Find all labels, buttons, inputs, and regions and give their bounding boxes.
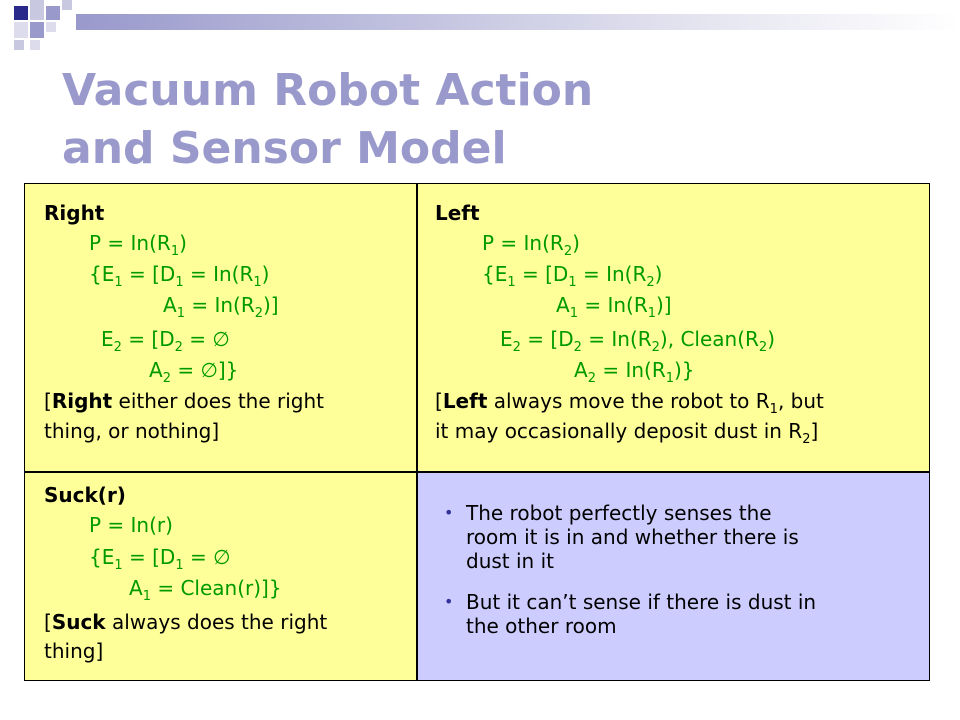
note-line-2: it may occasionally deposit dust in R2]: [435, 419, 819, 447]
deco-square: [14, 22, 28, 38]
left-action-panel: Left P = In(R2) {E1 = [D1 = In(R2) A1 = …: [417, 183, 930, 472]
decorative-header: [0, 0, 960, 60]
bullet-line: The robot perfectly senses the: [466, 501, 772, 525]
deco-square: [30, 22, 44, 38]
slide-title: Vacuum Robot Action and Sensor Model: [62, 62, 593, 178]
deco-gradient-bar: [76, 14, 960, 30]
deco-square: [46, 6, 60, 20]
effect-1-add: A1 = Clean(r)]}: [129, 576, 282, 604]
precondition: P = In(R1): [89, 231, 187, 259]
bullet-item: • The robot perfectly senses the room it…: [444, 501, 799, 573]
action-name: Left: [435, 201, 480, 225]
bullet-line: dust in it: [466, 549, 554, 573]
note-line-2: thing, or nothing]: [44, 419, 220, 443]
action-name: Right: [44, 201, 105, 225]
deco-square: [30, 0, 44, 20]
note-line-1: [Suck always does the right: [44, 610, 328, 634]
effect-1: {E1 = [D1 = In(R1): [89, 262, 270, 290]
bullet-dot-icon: •: [444, 592, 454, 611]
deco-square: [30, 40, 40, 50]
right-action-panel: Right P = In(R1) {E1 = [D1 = In(R1) A1 =…: [24, 183, 417, 472]
suck-action-panel: Suck(r) P = In(r) {E1 = [D1 = ∅ A1 = Cle…: [24, 472, 417, 681]
title-line-1: Vacuum Robot Action: [62, 65, 594, 116]
effect-1-add: A1 = In(R1)]: [556, 293, 672, 321]
note-line-1: [Right either does the right: [44, 389, 324, 413]
effect-1-add: A1 = In(R2)]: [163, 293, 279, 321]
bullet-dot-icon: •: [444, 503, 454, 522]
effect-2: E2 = [D2 = ∅: [101, 327, 230, 355]
note-line-2: thing]: [44, 639, 104, 663]
effect-2-add: A2 = ∅]}: [149, 358, 239, 386]
bullet-line: the other room: [466, 614, 617, 638]
effect-2: E2 = [D2 = In(R2), Clean(R2): [500, 327, 775, 355]
note-line-1: [Left always move the robot to R1, but: [435, 389, 824, 417]
deco-square: [46, 22, 56, 32]
action-name: Suck(r): [44, 483, 126, 507]
title-line-2: and Sensor Model: [62, 123, 507, 174]
deco-square: [14, 6, 28, 20]
effect-1: {E1 = [D1 = ∅: [89, 545, 231, 573]
precondition: P = In(R2): [482, 231, 580, 259]
deco-square: [14, 40, 24, 50]
precondition: P = In(r): [89, 513, 173, 537]
bullet-line: room it is in and whether there is: [466, 525, 799, 549]
deco-square: [62, 0, 72, 10]
sensor-model-panel: • The robot perfectly senses the room it…: [417, 472, 930, 681]
bullet-item: • But it can’t sense if there is dust in…: [444, 590, 817, 638]
effect-1: {E1 = [D1 = In(R2): [482, 262, 663, 290]
effect-2-add: A2 = In(R1)}: [574, 358, 695, 386]
bullet-line: But it can’t sense if there is dust in: [466, 590, 817, 614]
